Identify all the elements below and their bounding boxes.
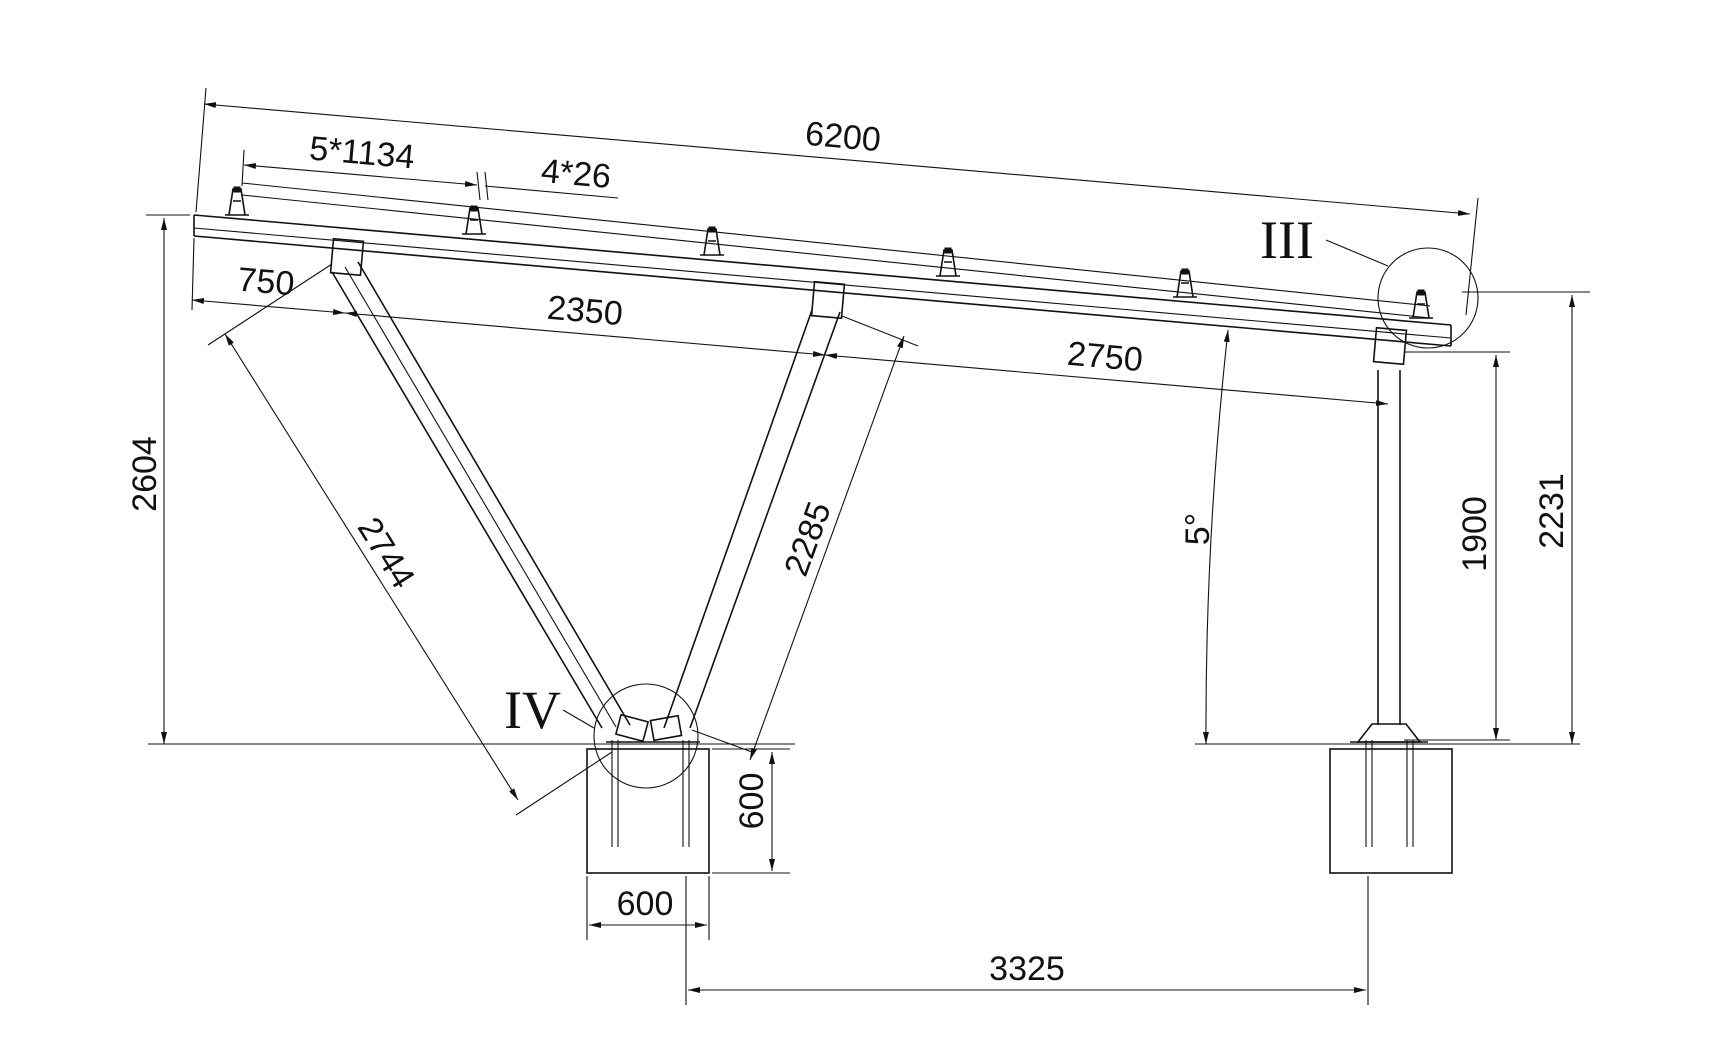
dim-module-pitch: 5*1134 4*26: [241, 129, 619, 201]
dim-brace-span-text: 2350: [546, 289, 625, 333]
dim-rear-leg-height-text: 1900: [1456, 496, 1494, 572]
dim-overall-length: 6200: [195, 87, 1479, 316]
dim-footing-spacing: 3325: [685, 876, 1369, 1005]
dim-front-height: 2604: [126, 214, 190, 744]
front-brace: [331, 261, 631, 729]
dim-footing-spacing-text: 3325: [989, 950, 1065, 988]
clamp: [700, 226, 724, 256]
dim-overhang-text: 750: [236, 261, 296, 304]
anchor-bolts: [1365, 740, 1414, 847]
dim-tilt-angle-text: 5°: [1179, 513, 1217, 546]
clamp: [225, 186, 249, 216]
dim-module-gaps-text: 4*26: [539, 152, 612, 196]
clamp: [1409, 289, 1433, 319]
dim-footing-depth-text: 600: [733, 773, 771, 830]
anchor-bolts: [611, 740, 690, 847]
dim-module-pitch-text: 5*1134: [308, 129, 416, 176]
rail-brackets: [329, 237, 1408, 366]
dim-rear-brace-text: 2285: [777, 497, 839, 581]
dim-rail-spans: 750 2350 2750: [191, 237, 1389, 406]
rear-leg: [1350, 370, 1428, 743]
module-top-line: [241, 182, 1431, 319]
dim-footing-depth: 600: [712, 748, 790, 874]
dim-rear-height-text: 2231: [1533, 473, 1571, 549]
dim-rear-span-text: 2750: [1066, 335, 1145, 379]
detail-iii-label: III: [1260, 210, 1314, 270]
detail-iii-marker: III: [1260, 210, 1479, 349]
front-footing: [586, 740, 710, 874]
dim-footing-width: 600: [586, 876, 710, 940]
detail-iv-label: IV: [504, 680, 561, 740]
clamp: [1173, 268, 1197, 298]
detail-iv-marker: IV: [504, 680, 699, 789]
dim-footing-width-text: 600: [617, 885, 674, 923]
dim-rear-height: 2231: [1462, 291, 1590, 744]
front-base-plates: [606, 713, 700, 743]
dim-overall-length-text: 6200: [804, 115, 883, 159]
dim-rear-brace: 2285: [691, 315, 919, 761]
dim-front-brace-text: 2744: [350, 511, 422, 595]
dim-tilt-angle: 5°: [1179, 329, 1230, 745]
clamp: [936, 247, 960, 277]
dim-rear-leg-height: 1900: [1404, 351, 1510, 741]
rear-footing: [1329, 740, 1453, 874]
module-clamps: [225, 186, 1433, 319]
dim-front-height-text: 2604: [126, 436, 164, 512]
